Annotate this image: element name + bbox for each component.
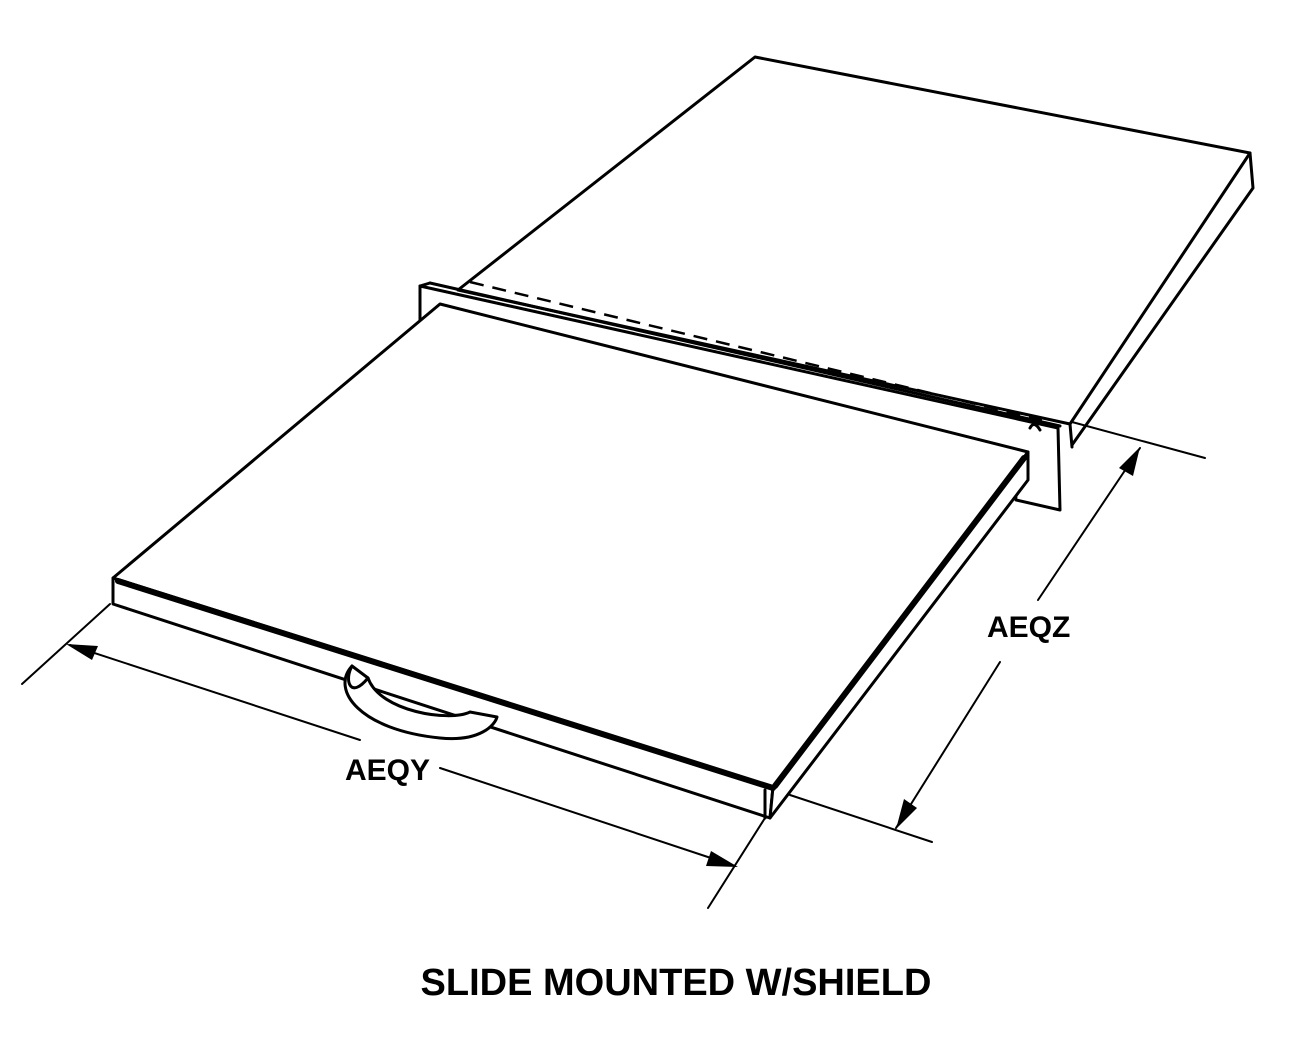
depth-extension-top (1071, 421, 1206, 459)
depth-label: AEQZ (987, 611, 1070, 644)
depth-dimension: AEQZ (789, 421, 1206, 843)
width-arrow-left (66, 644, 98, 660)
depth-arrow-top (1119, 447, 1140, 476)
width-arrow-right (706, 851, 738, 867)
hidden-edge-line (469, 280, 1043, 422)
depth-dimension-line-bottom (895, 661, 1001, 829)
depth-extension-bottom (789, 794, 933, 843)
width-dimension: AEQY (21, 603, 766, 909)
depth-dimension-line-top (1037, 447, 1141, 601)
rear-shield-plate (456, 55, 1255, 449)
drawer-handle (343, 664, 499, 741)
pullout-drawer (111, 302, 1030, 820)
width-extension-right (707, 817, 766, 909)
width-label: AEQY (345, 754, 430, 787)
width-dimension-line-right (439, 767, 736, 867)
width-dimension-line-left (69, 644, 361, 741)
diagram-caption: SLIDE MOUNTED W/SHIELD (421, 962, 932, 1004)
depth-arrow-bottom (896, 799, 917, 829)
